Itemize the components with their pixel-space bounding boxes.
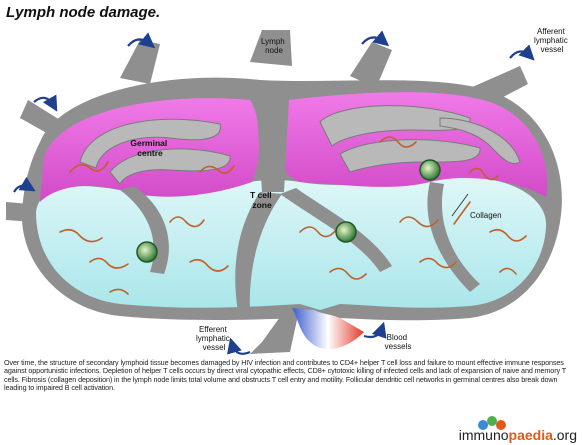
logo-text-part: .org [553,427,577,443]
logo-text: immunopaedia.org [459,427,577,443]
diagram-caption: Over time, the structure of secondary ly… [4,359,579,393]
logo-text-part: paedia [509,427,553,443]
t-cell [336,222,356,242]
t-cell [137,242,157,262]
flow-arrow-icon [232,344,250,354]
flow-arrow-icon [364,328,382,337]
label-afferent-vessel: Afferent lymphatic vessel [534,27,570,54]
t-cell [420,160,440,180]
label-blood-vessels: Blood vessels [385,333,412,351]
label-t-cell-zone: T cell zone [250,190,274,210]
logo-text-part: immuno [459,427,509,443]
lymph-node-diagram: Lymph node Afferent lymphatic vessel Ger… [0,22,583,360]
diagram-title: Lymph node damage. [6,4,160,21]
flow-arrow-icon [510,51,530,58]
label-collagen: Collagen [470,211,502,220]
immunopaedia-logo: immunopaedia.org [447,415,577,443]
flow-arrow-icon [34,98,54,106]
label-efferent-vessel: Efferent lymphatic vessel [196,325,232,352]
